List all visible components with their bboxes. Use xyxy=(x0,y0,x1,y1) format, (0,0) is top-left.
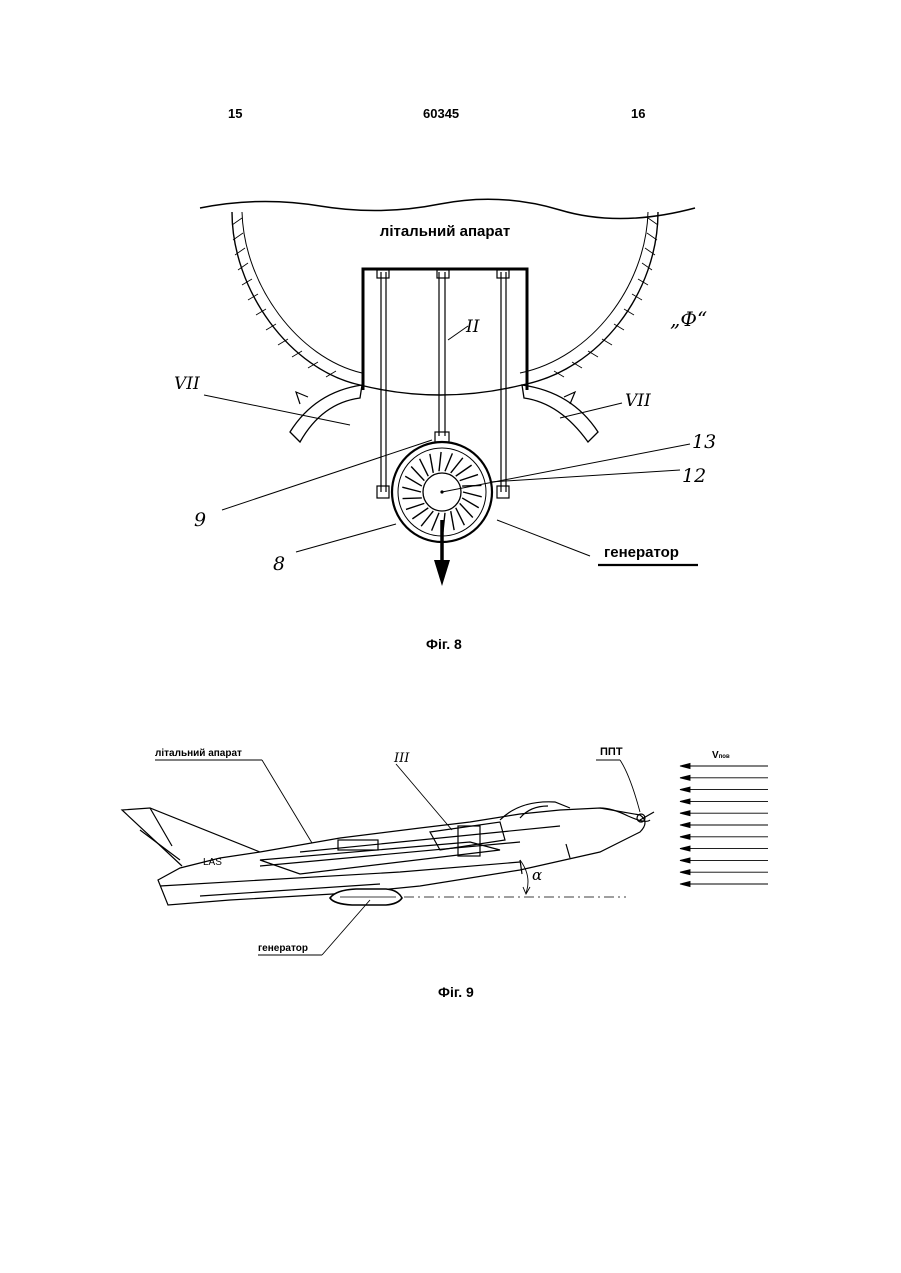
fig9-generator-label: генератор xyxy=(258,943,308,954)
stream-arrowhead-icon xyxy=(680,764,690,769)
fig9-ppt-label: ППТ xyxy=(600,746,623,758)
stream-arrowhead-icon xyxy=(680,799,690,804)
stream-arrowhead-icon xyxy=(680,811,690,816)
free-stream-arrows xyxy=(680,764,768,887)
stream-arrowhead-icon xyxy=(680,823,690,828)
stream-arrowhead-icon xyxy=(680,775,690,780)
fig9-velocity-label: Vпов xyxy=(712,750,730,761)
stream-arrowhead-icon xyxy=(680,787,690,792)
stream-arrowhead-icon xyxy=(680,882,690,887)
stream-arrowhead-icon xyxy=(680,870,690,875)
fig9-tail-marking: LAS xyxy=(203,857,222,868)
fig9-aircraft-label: літальний апарат xyxy=(155,748,242,759)
figure-9-caption: Фіг. 9 xyxy=(438,984,474,1000)
stream-arrowhead-icon xyxy=(680,834,690,839)
fig9-alpha-label: α xyxy=(532,866,542,884)
stream-arrowhead-icon xyxy=(680,846,690,851)
fig9-roman-label: III xyxy=(393,751,410,766)
stream-arrowhead-icon xyxy=(680,858,690,863)
